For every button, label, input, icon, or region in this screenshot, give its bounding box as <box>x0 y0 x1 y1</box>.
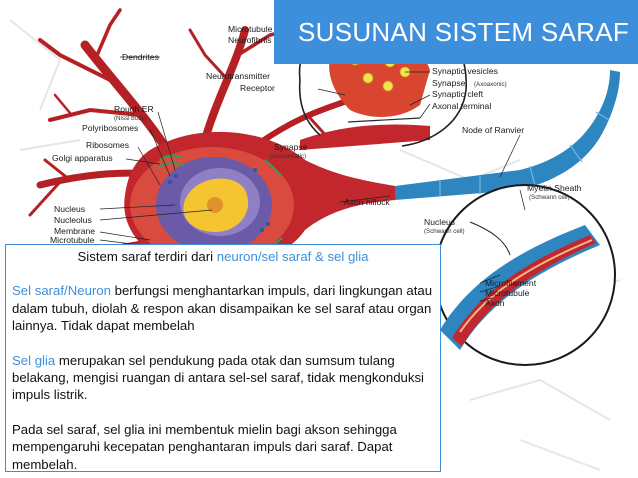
label-nissl-body: (Nissl body) <box>114 115 147 122</box>
label-microtubule-top: Microtubule <box>228 24 273 34</box>
label-synaptic-vesicles: Synaptic vesicles <box>432 66 498 76</box>
label-nucleolus: Nucleolus <box>54 215 92 225</box>
myelin-description: Pada sel saraf, sel glia ini membentuk m… <box>12 421 397 472</box>
paragraph-myelin: Pada sel saraf, sel glia ini membentuk m… <box>12 421 434 473</box>
label-polyribosomes: Polyribosomes <box>82 123 138 133</box>
myelin-segments-shape <box>439 111 610 196</box>
slide-title: SUSUNAN SISTEM SARAF <box>298 16 630 47</box>
intro-line: Sistem saraf terdiri dari neuron/sel sar… <box>12 248 434 265</box>
label-membrane: Membrane <box>54 226 95 236</box>
label-axon: Axon <box>485 298 505 308</box>
label-golgi-apparatus: Golgi apparatus <box>52 153 113 163</box>
label-axon-hillock: Axon hillock <box>344 197 391 207</box>
label-neurofibrils: Neurofibrils <box>228 35 271 45</box>
paragraph-glia: Sel glia merupakan sel pendukung pada ot… <box>12 352 434 404</box>
axon-cross-section-shape <box>434 184 616 366</box>
label-synapse-axosomatic: Synapse <box>274 142 308 152</box>
paragraph-neuron: Sel saraf/Neuron berfungsi menghantarkan… <box>12 282 434 334</box>
label-nucleus: Nucleus <box>54 204 85 214</box>
label-axonal-terminal: Axonal terminal <box>432 101 491 111</box>
intro-prefix: Sistem saraf terdiri dari <box>77 249 217 264</box>
label-receptor: Receptor <box>240 83 275 93</box>
neuron-description: berfungsi menghantarkan impuls, dari lin… <box>12 283 433 334</box>
label-myelin-sheath: Myelin Sheath <box>527 183 582 193</box>
glia-description: merupakan sel pendukung pada otak dan su… <box>12 352 424 403</box>
label-ribosomes: Ribosomes <box>86 140 129 150</box>
neuron-term: Sel saraf/Neuron <box>12 283 111 299</box>
label-rough-er: Rough ER <box>114 104 154 114</box>
label-axosomatic: (Axosomatic) <box>270 153 306 160</box>
label-neurotransmitter: Neurotransmitter <box>206 71 270 81</box>
label-schwann-cell-2: (Schwann cell) <box>424 228 465 235</box>
label-axoaxonic: (Axoaxonic) <box>474 81 507 88</box>
label-synapse: Synapse <box>432 78 466 88</box>
title-banner: SUSUNAN SISTEM SARAF <box>274 0 638 64</box>
label-microtubule-right: Microtubule <box>485 288 530 298</box>
glia-term: Sel glia <box>12 352 56 368</box>
label-nucleus-schwann: Nucleus <box>424 217 455 227</box>
label-microfilament: Microfilament <box>485 278 537 288</box>
label-dendrites: Dendrites <box>122 52 159 62</box>
label-node-of-ranvier: Node of Ranvier <box>462 125 524 135</box>
label-synaptic-cleft: Synaptic cleft <box>432 89 484 99</box>
label-schwann-cell: (Schwann cell) <box>529 194 570 201</box>
label-microtubule-left: Microtubule <box>50 235 95 245</box>
axon-shape <box>395 70 620 200</box>
intro-highlight: neuron/sel saraf & sel glia <box>216 249 369 264</box>
content-text-box: Sistem saraf terdiri dari neuron/sel sar… <box>5 244 441 472</box>
